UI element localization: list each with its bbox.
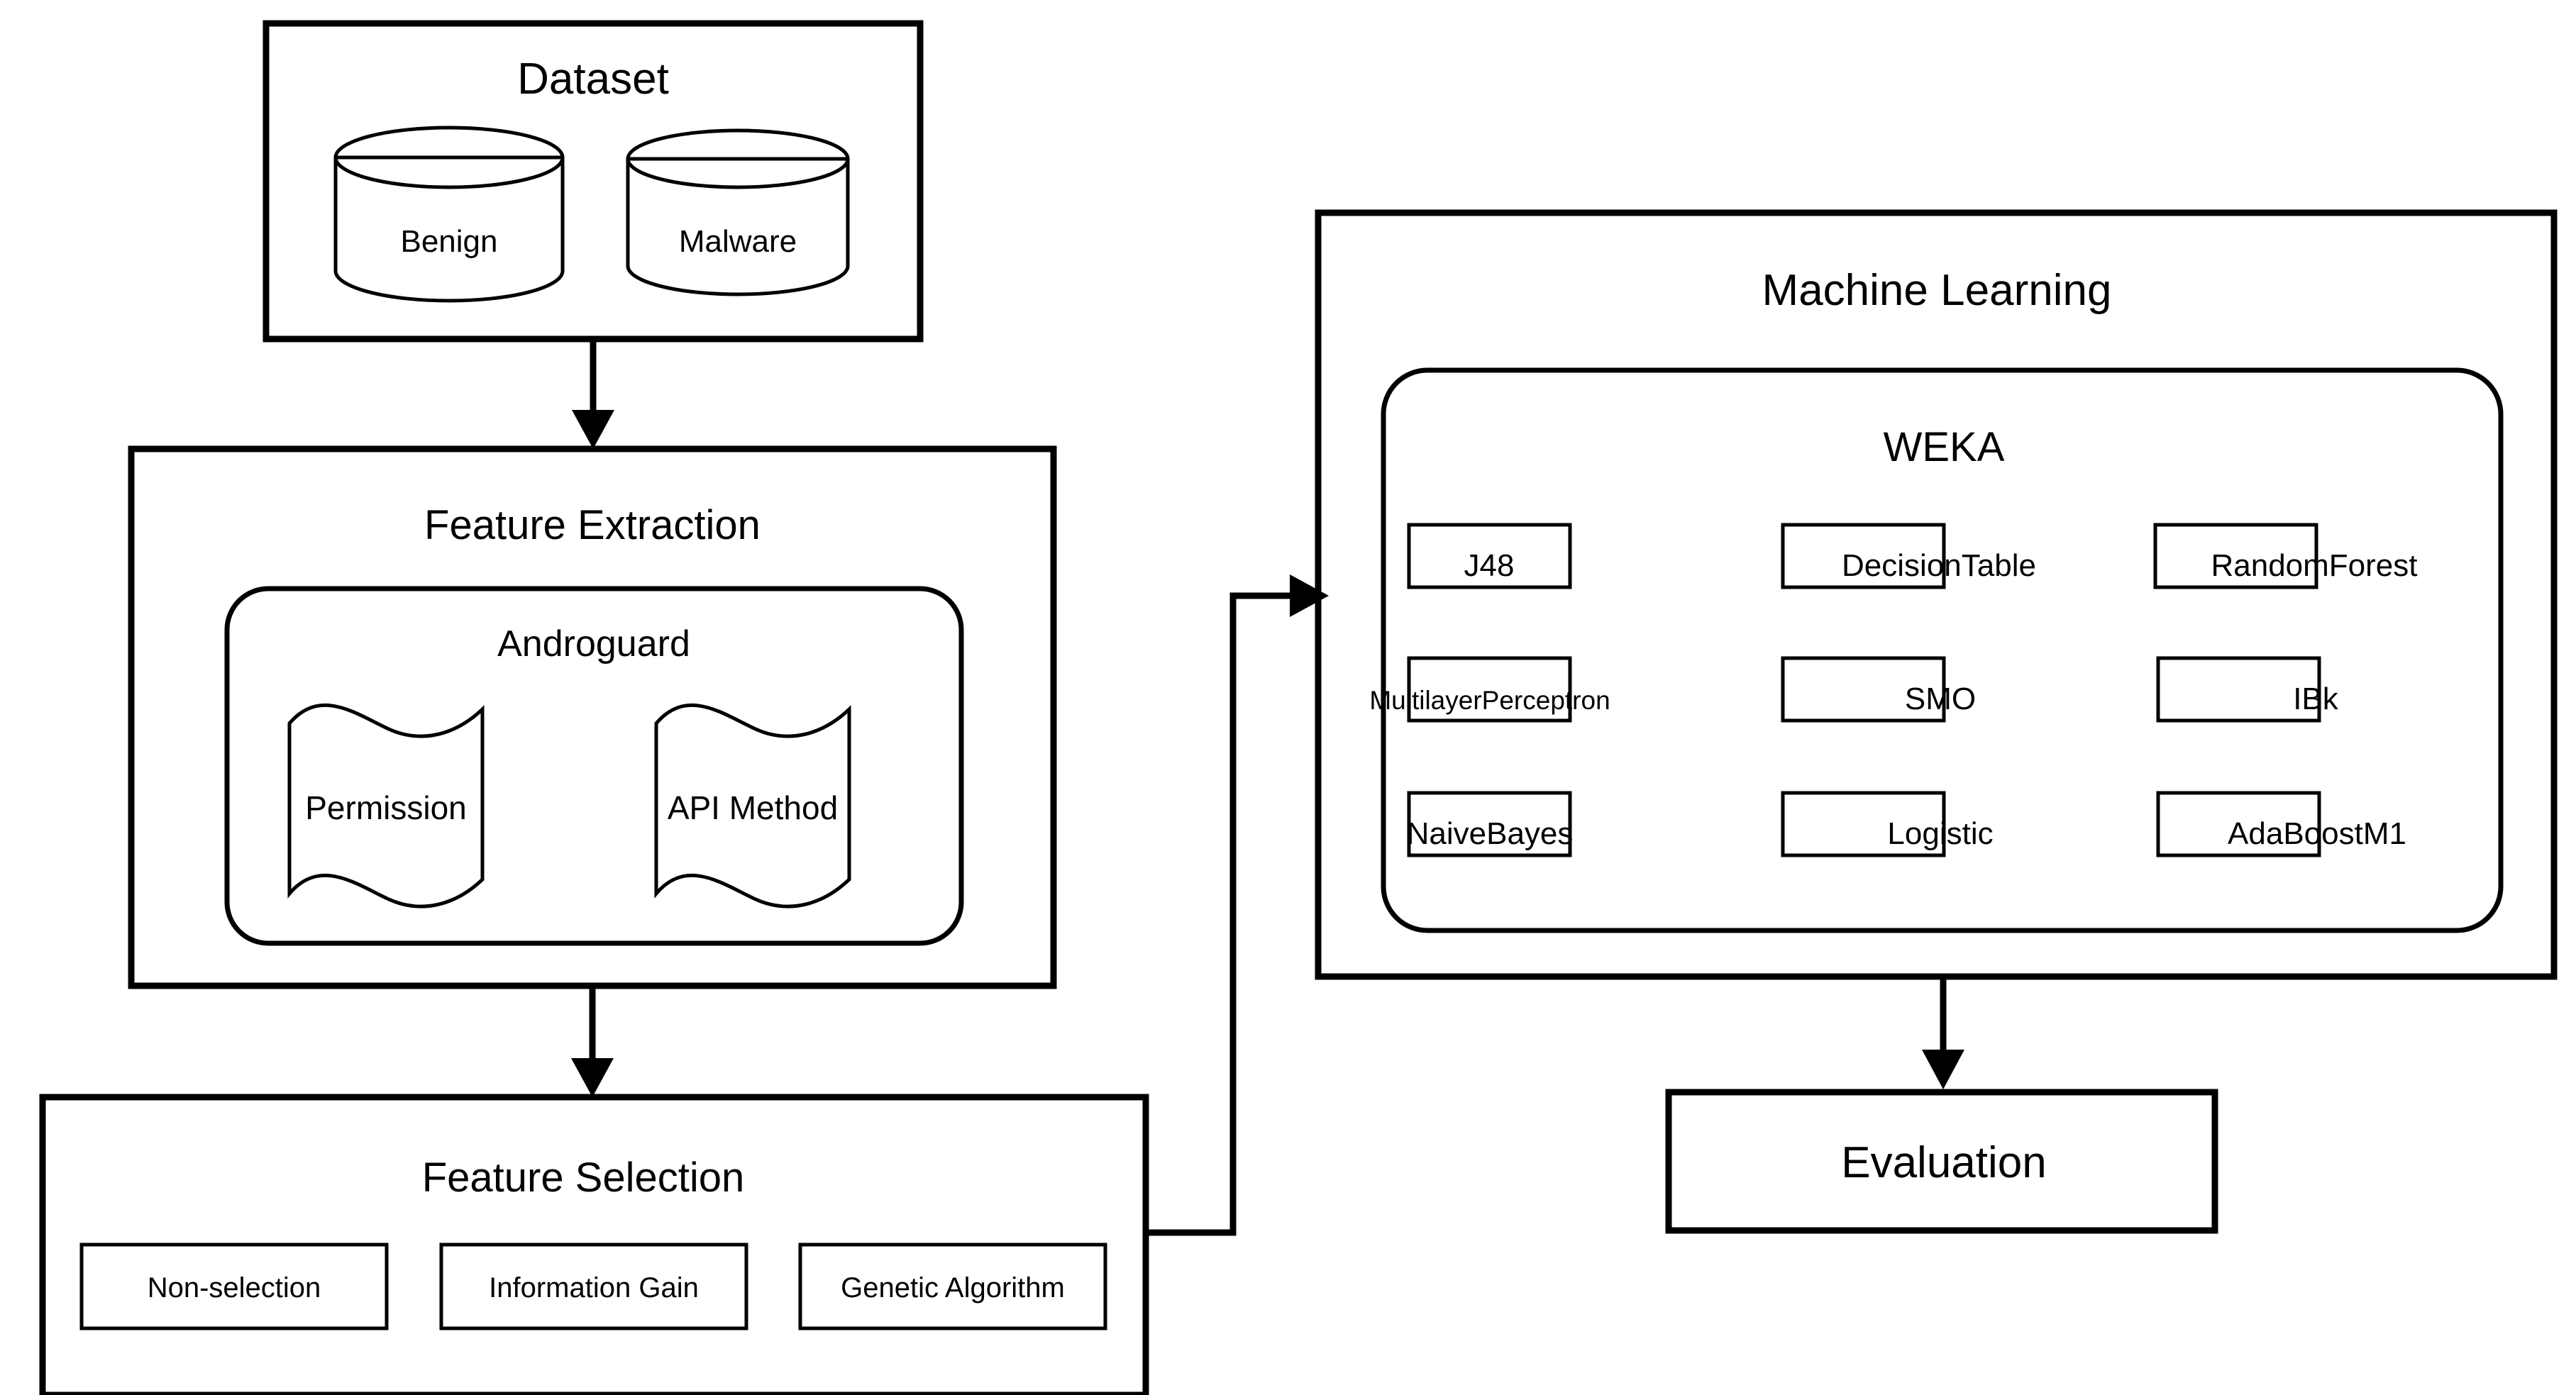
classifier-multilayerperceptron[interactable]: MultilayerPerceptron [1369,656,1610,723]
weka-title: WEKA [1884,424,2005,470]
machine-learning-group[interactable]: Machine Learning WEKA J48 DecisionTable … [1315,209,2558,980]
feature-extraction-title: Feature Extraction [424,502,761,548]
arrow-down-icon [571,1058,614,1097]
permission-label: Permission [305,789,467,826]
classifier-box[interactable] [1407,656,1572,723]
connector-feature-selection-to-machine-learning [1146,574,1329,1236]
classifier-j48[interactable]: J48 [1407,523,1572,589]
classifier-logistic[interactable]: Logistic [1781,791,1994,857]
androguard-title: Androguard [497,623,690,665]
feature-selection-method-information-gain[interactable]: Information Gain [439,1243,748,1330]
malware-label: Malware [679,224,797,259]
evaluation-title: Evaluation [1841,1138,2047,1187]
classifier-label: J48 [1464,548,1515,583]
machine-learning-container[interactable] [1315,209,2558,980]
classifier-label: DecisionTable [1842,548,2036,583]
wavy-document-icon [654,703,851,908]
classifier-adaboostm1[interactable]: AdaBoostM1 [2156,791,2406,857]
classifier-ibk[interactable]: IBk [2156,656,2339,723]
classifier-label: Logistic [1887,816,1993,851]
feature-selection-method-genetic-algorithm[interactable]: Genetic Algorithm [798,1243,1107,1330]
method-box[interactable] [798,1243,1107,1330]
feature-selection-method-non-selection[interactable]: Non-selection [79,1243,389,1330]
connector-path [1146,592,1305,1236]
classifier-box[interactable] [2156,791,2321,857]
weka-container[interactable] [1381,367,2504,933]
connector-feature-extraction-to-feature-selection [571,986,614,1097]
arrow-down-icon [1922,1050,1964,1089]
androguard-group[interactable]: Androguard Permission API Method [224,586,964,946]
classifier-box[interactable] [1407,523,1572,589]
androguard-container[interactable] [224,586,964,946]
machine-learning-title: Machine Learning [1762,266,2112,315]
method-label: Information Gain [489,1272,699,1304]
arrow-right-icon [1290,574,1329,617]
database-cylinder-icon [626,157,850,296]
classifier-box[interactable] [1781,656,1946,723]
classifier-box[interactable] [1781,523,1946,589]
classifier-label: IBk [2293,682,2339,716]
database-cylinder-top-icon [626,128,850,189]
wavy-document-icon [287,703,485,908]
api-method-document[interactable]: API Method [654,703,851,908]
api-method-label: API Method [668,789,838,826]
method-box[interactable] [79,1243,389,1330]
classifier-label: AdaBoostM1 [2228,816,2406,851]
evaluation-group[interactable]: Evaluation [1665,1089,2218,1234]
permission-document[interactable]: Permission [287,703,485,908]
classifier-naivebayes[interactable]: NaiveBayes [1407,791,1574,857]
database-cylinder-top-icon [333,126,565,189]
classifier-box[interactable] [2156,656,2321,723]
connector-machine-learning-to-evaluation [1922,977,1964,1089]
malware-cylinder[interactable]: Malware [626,128,850,296]
arrow-down-icon [572,410,614,449]
dataset-title: Dataset [517,55,669,104]
classifier-box[interactable] [1407,791,1572,857]
method-label: Non-selection [148,1272,321,1304]
classifier-label: SMO [1905,682,1976,716]
benign-cylinder[interactable]: Benign [333,126,565,303]
method-box[interactable] [439,1243,748,1330]
classifier-box[interactable] [2153,523,2318,589]
feature-selection-container[interactable] [39,1094,1149,1395]
classifier-decisiontable[interactable]: DecisionTable [1781,523,2036,589]
classifier-box[interactable] [1781,791,1946,857]
method-label: Genetic Algorithm [841,1272,1065,1304]
classifier-smo[interactable]: SMO [1781,656,1976,723]
connector-dataset-to-feature-extraction [572,339,614,449]
evaluation-container[interactable] [1665,1089,2218,1234]
dataset-group[interactable]: Dataset Benign Malware [262,20,924,343]
database-cylinder-icon [333,155,565,303]
benign-label: Benign [400,224,497,259]
feature-selection-group[interactable]: Feature Selection Non-selection Informat… [39,1094,1149,1395]
weka-group[interactable]: WEKA J48 DecisionTable RandomForest [1369,367,2504,933]
classifier-label: MultilayerPerceptron [1369,686,1610,715]
feature-extraction-group[interactable]: Feature Extraction Androguard Permission… [128,445,1057,989]
classifier-label: RandomForest [2211,548,2417,583]
feature-selection-title: Feature Selection [422,1155,745,1201]
classifier-randomforest[interactable]: RandomForest [2153,523,2418,589]
classifier-label: NaiveBayes [1407,816,1574,851]
